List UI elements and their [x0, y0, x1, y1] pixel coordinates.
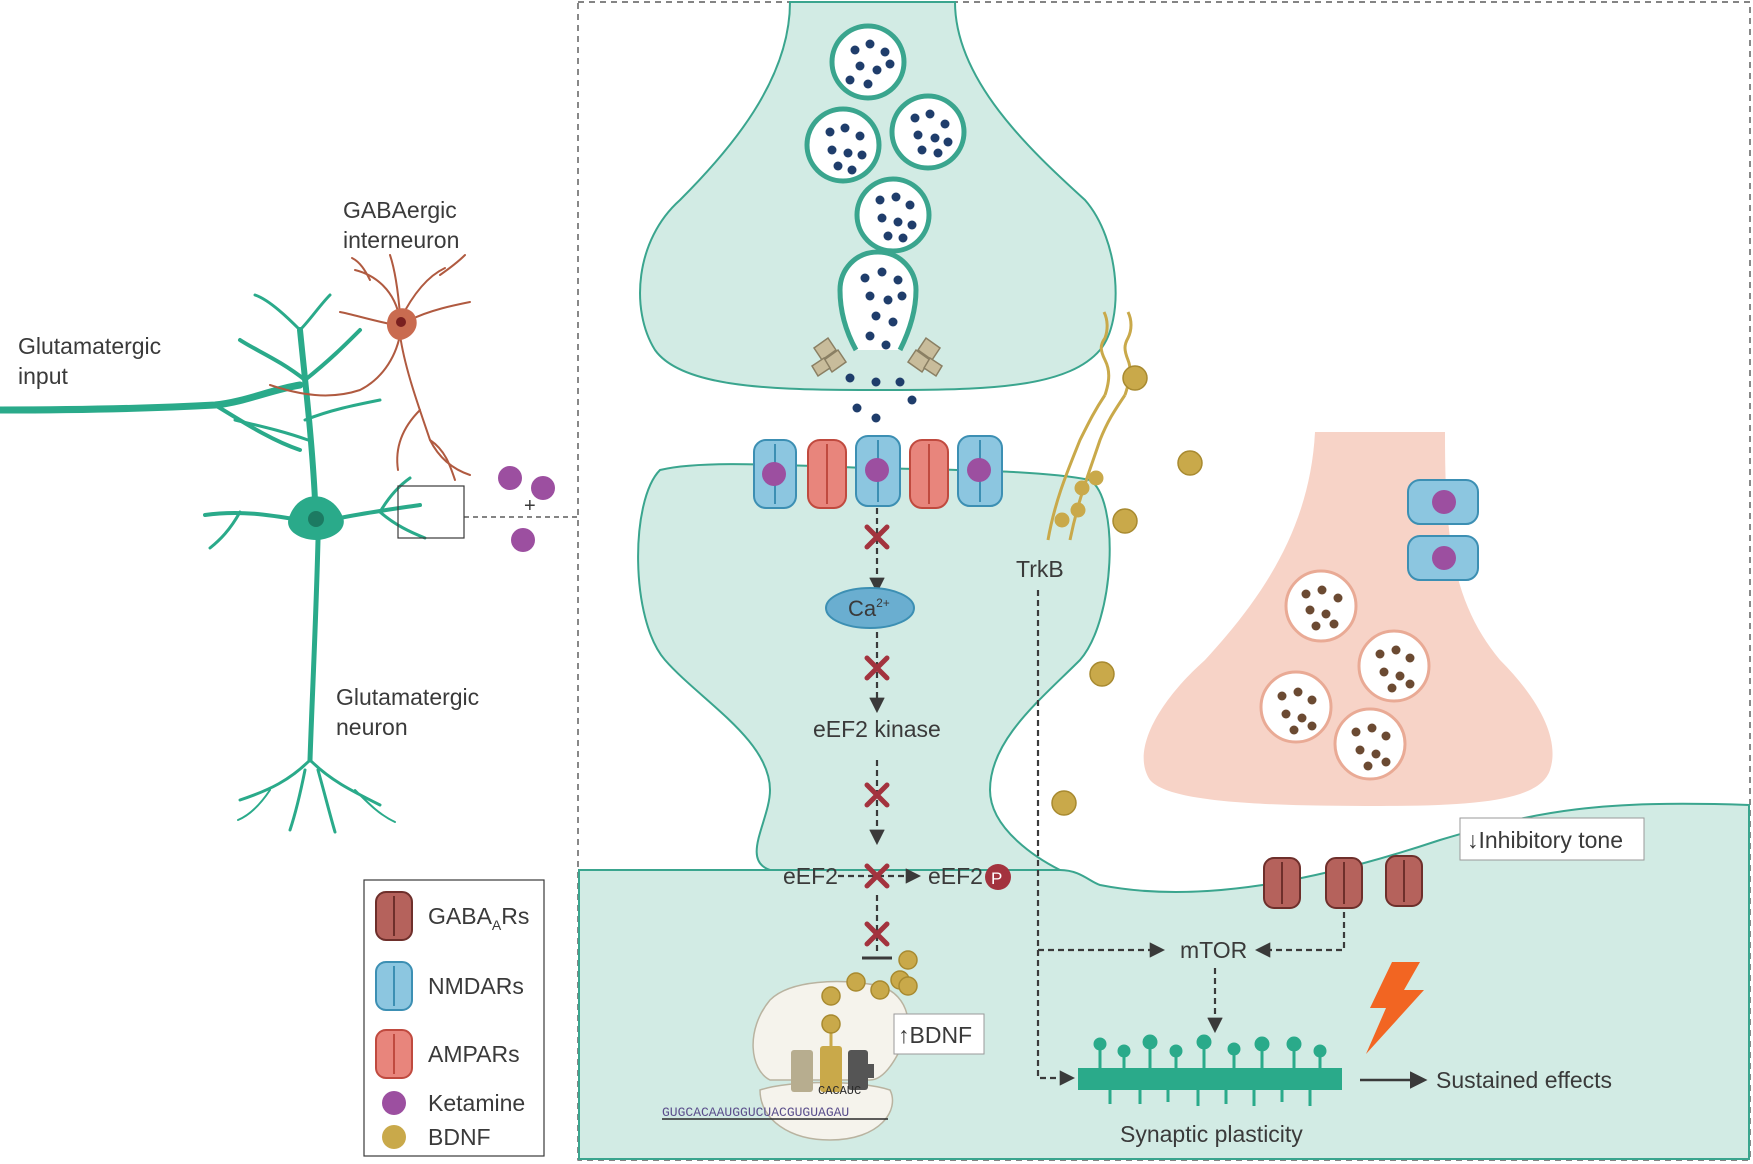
inhibitory-tone-box [1459, 817, 1645, 861]
eef2-label: eEF2 [783, 863, 838, 889]
mrna-strand: GUGCACAAUGGUCUACGUGUAGAU [662, 1105, 849, 1120]
gabaa-receptor-icon [375, 891, 413, 941]
synaptic-plasticity-bar [1078, 1034, 1342, 1106]
mtor-label: mTOR [1180, 937, 1247, 963]
glut-input-label-line2: input [18, 363, 68, 389]
glut-neuron-label-line1: Glutamatergic [336, 684, 479, 710]
phosphate-label: P [991, 869, 1002, 888]
calcium-label: Ca2+ [848, 596, 890, 621]
postsynaptic-receptors [753, 435, 1003, 509]
legend: GABAARs NMDARs AMPARs Ketamine BDNF [363, 879, 545, 1157]
eef2-kinase-label: eEF2 kinase [813, 716, 941, 742]
lightning-bolt-icon [1366, 962, 1424, 1054]
zoom-box [397, 485, 465, 539]
glutamate-dots [825, 39, 953, 423]
snare-proteins [810, 336, 944, 378]
gabaergic-label-line1: GABAergic [343, 197, 457, 223]
plus-sign: + [524, 495, 536, 517]
bdnf-molecules [1051, 365, 1203, 816]
interneuron-nmda-receptors [1407, 479, 1479, 581]
bdnf-up-label: ↑BDNF [898, 1022, 972, 1048]
trkb-label: TrkB [1016, 556, 1064, 582]
legend-ampa-label: AMPARs [428, 1041, 520, 1067]
nascent-bdnf-chain [821, 950, 918, 1034]
legend-ketamine-label: Ketamine [428, 1090, 525, 1116]
inhibitory-tone-label: ↓Inhibitory tone [1467, 827, 1623, 853]
interneuron-nucleus [396, 317, 406, 327]
nmda-receptor [753, 439, 797, 509]
eef2-phosphorylated-label: eEF2 [928, 863, 983, 889]
bdnf-molecule-icon [382, 1125, 406, 1149]
gabaergic-interneuron [269, 254, 471, 481]
legend-nmda-label: NMDARs [428, 973, 524, 999]
trna-anticodon: CACAUC [818, 1084, 861, 1098]
glutamatergic-neuron [0, 293, 427, 834]
trkb-mtor-arrows [1036, 590, 1346, 1086]
inhibition-x-marks [864, 524, 890, 947]
calcium-ellipse [825, 587, 915, 629]
gabaergic-label-line2: interneuron [343, 227, 459, 253]
ketamine-molecule [531, 476, 555, 500]
ketamine-molecule [511, 528, 535, 552]
glut-input-label-line1: Glutamatergic [18, 333, 161, 359]
ampa-receptor [807, 439, 847, 509]
gaba-dots [1277, 585, 1415, 771]
nmda-receptor [855, 435, 901, 507]
nmda-receptor-icon [375, 961, 413, 1011]
nmda-receptor [957, 435, 1003, 507]
ketamine-molecule-icon [382, 1091, 406, 1115]
dendrite-gabaa-receptors [1263, 855, 1423, 909]
ampa-receptor [909, 439, 949, 509]
phosphate-badge [985, 864, 1011, 890]
legend-gabaa-label: GABAARs [428, 903, 529, 933]
sustained-effects-label: Sustained effects [1436, 1067, 1612, 1093]
synaptic-plasticity-label: Synaptic plasticity [1120, 1121, 1303, 1147]
glut-neuron-label-line2: neuron [336, 714, 408, 740]
legend-bdnf-label: BDNF [428, 1124, 491, 1150]
bdnf-up-box [893, 1013, 985, 1055]
ketamine-molecule [498, 466, 522, 490]
ampa-receptor-icon [375, 1029, 413, 1079]
neuron-nucleus [308, 511, 324, 527]
